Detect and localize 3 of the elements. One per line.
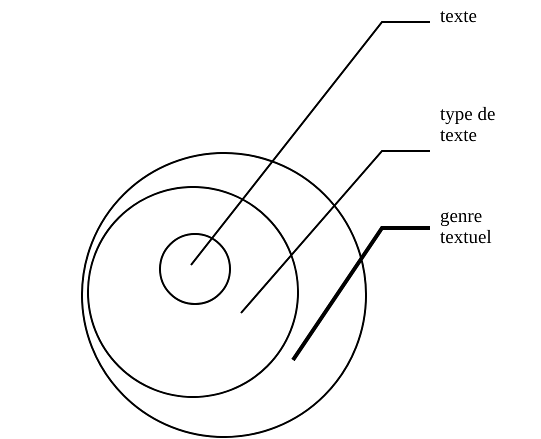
label-text: texte [440, 6, 530, 27]
label-text: type de texte [440, 104, 530, 146]
label-text: genre textuel [440, 206, 530, 248]
